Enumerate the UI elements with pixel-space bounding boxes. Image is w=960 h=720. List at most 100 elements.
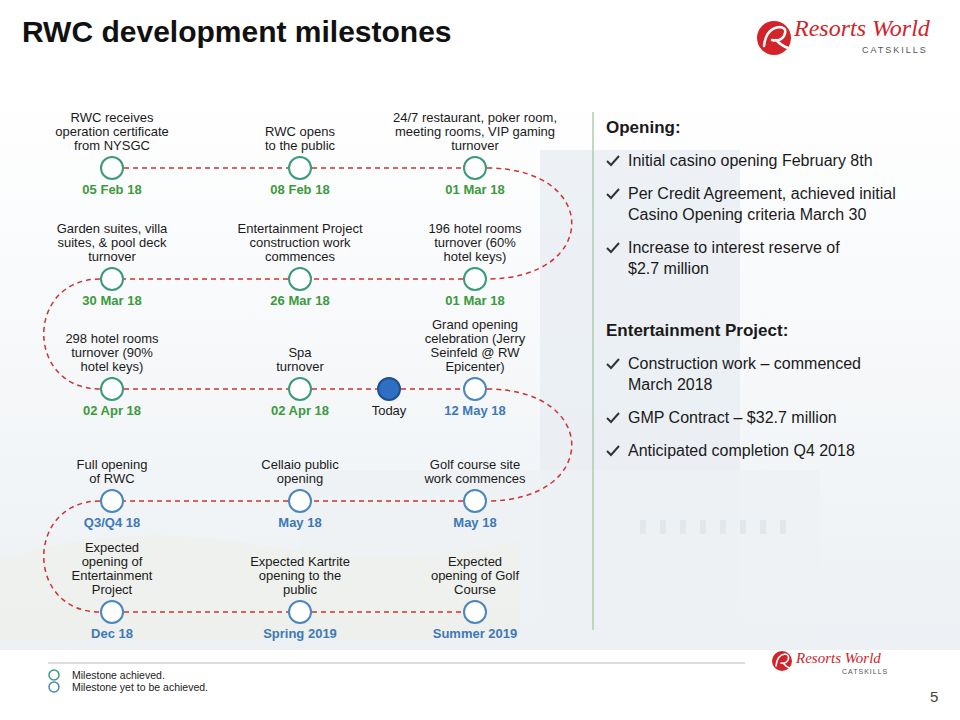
bullet-text: Construction work – commenced March 2018 (628, 353, 873, 395)
milestone-date: Dec 18 (91, 626, 133, 641)
check-stroke (607, 189, 619, 198)
logo-swirl (764, 27, 788, 48)
milestone-label: Spa turnover (265, 346, 335, 374)
legend-text: Milestone yet to be achieved. (72, 681, 208, 693)
milestone-date: May 18 (453, 515, 496, 530)
bullet-text: Initial casino opening February 8th (628, 150, 928, 171)
window (780, 520, 786, 534)
milestone-circle: Cellaio public openingMay 18 (288, 489, 312, 513)
section-heading: Entertainment Project: (606, 321, 946, 341)
dashed-connector (312, 167, 463, 169)
panel-divider (592, 112, 594, 630)
logo-subtext: CATSKILLS (842, 668, 888, 676)
milestone-circle: Full opening of RWCQ3/Q4 18 (100, 489, 124, 513)
bullet-row: Increase to interest reserve of $2.7 mil… (606, 237, 946, 279)
windows (640, 520, 786, 534)
milestone-circle: Spa turnover02 Apr 18 (288, 377, 312, 401)
bullet-row: Initial casino opening February 8th (606, 150, 946, 171)
hills (0, 535, 520, 640)
check-mark (606, 241, 620, 254)
milestone-circle: Entertainment Project construction work … (288, 267, 312, 291)
window (740, 520, 746, 534)
milestone-date: Summer 2019 (433, 626, 518, 641)
milestone-circle: Grand opening celebration (Jerry Seinfel… (463, 377, 487, 401)
footer-rule (48, 663, 745, 664)
bullet-row: GMP Contract – $32.7 million (606, 407, 946, 428)
window (680, 520, 686, 534)
dashed-connector (124, 500, 288, 502)
milestone-label: Expected opening of Golf Course (430, 555, 520, 597)
check-mark (606, 154, 620, 167)
logo-text: Resorts World (796, 650, 881, 667)
milestone-circle: Expected opening of Golf CourseSummer 20… (463, 600, 487, 624)
milestone-circle: 298 hotel rooms turnover (90% hotel keys… (100, 377, 124, 401)
bullet-text: Anticipated completion Q4 2018 (628, 440, 928, 461)
milestone-label: Cellaio public opening (250, 458, 350, 486)
window (660, 520, 666, 534)
today-marker: Today (377, 377, 401, 401)
milestone-label: 24/7 restaurant, poker room, meeting roo… (383, 111, 568, 153)
bullet-text: Increase to interest reserve of $2.7 mil… (628, 237, 868, 279)
milestone-label: RWC receives operation certificate from … (45, 111, 180, 153)
milestone-label: Expected opening of Entertainment Projec… (65, 541, 160, 597)
dashed-connector (401, 388, 463, 390)
today-label: Today (372, 403, 407, 418)
dashed-connector (124, 167, 288, 169)
section-heading: Opening: (606, 118, 946, 138)
dashed-connector (312, 388, 377, 390)
dashed-connector (124, 611, 288, 613)
milestone-circle: RWC receives operation certificate from … (100, 156, 124, 180)
milestone-circle: Garden suites, villa suites, & pool deck… (100, 267, 124, 291)
check-mark (606, 187, 620, 200)
check-stroke (607, 359, 619, 368)
milestone-label: 196 hotel rooms turnover (60% hotel keys… (423, 222, 528, 264)
notes-panel: Opening: Initial casino opening February… (606, 118, 946, 461)
page-number: 5 (930, 688, 938, 706)
logo-emblem (757, 21, 791, 55)
milestone-date: 26 Mar 18 (270, 293, 329, 308)
logo-emblem (772, 651, 792, 671)
logo-text: Resorts World (794, 14, 930, 42)
legend-text: Milestone achieved. (72, 669, 165, 681)
check-mark (606, 444, 620, 457)
bullet-row: Construction work – commenced March 2018 (606, 353, 946, 395)
logo-swirl (776, 654, 790, 668)
check-stroke (607, 413, 619, 422)
window (720, 520, 726, 534)
check-stroke (607, 156, 619, 165)
milestone-circle: RWC opens to the public08 Feb 18 (288, 156, 312, 180)
check-stroke (607, 446, 619, 455)
dashed-connector (312, 278, 463, 280)
milestone-circle: 24/7 restaurant, poker room, meeting roo… (463, 156, 487, 180)
legend-swatch (49, 670, 59, 680)
milestone-label: Golf course site work commences (420, 458, 530, 486)
legend-swatch (49, 682, 59, 692)
dashed-connector (312, 611, 463, 613)
window (640, 520, 646, 534)
milestone-date: 12 May 18 (444, 403, 505, 418)
milestone-label: Full opening of RWC (70, 458, 155, 486)
check-stroke (607, 243, 619, 252)
milestone-circle: Expected opening of Entertainment Projec… (100, 600, 124, 624)
milestone-date: Q3/Q4 18 (84, 515, 140, 530)
sky-fade (0, 90, 960, 650)
milestone-label: Grand opening celebration (Jerry Seinfel… (420, 318, 530, 374)
milestone-circle: Expected Kartrite opening to the publicS… (288, 600, 312, 624)
bullet-text: Per Credit Agreement, achieved initial C… (628, 183, 928, 225)
milestone-date: 05 Feb 18 (82, 182, 141, 197)
milestone-circle: 196 hotel rooms turnover (60% hotel keys… (463, 267, 487, 291)
milestone-date: Spring 2019 (263, 626, 337, 641)
dashed-connector (124, 278, 288, 280)
slide-title: RWC development milestones (22, 14, 452, 50)
milestone-label: Garden suites, villa suites, & pool deck… (50, 222, 175, 264)
dashed-connector (124, 388, 288, 390)
milestone-label: RWC opens to the public (260, 125, 340, 153)
window (760, 520, 766, 534)
check-mark (606, 411, 620, 424)
milestone-label: Entertainment Project construction work … (238, 222, 363, 264)
window (700, 520, 706, 534)
milestone-date: 02 Apr 18 (271, 403, 329, 418)
milestone-label: 298 hotel rooms turnover (90% hotel keys… (60, 332, 165, 374)
milestone-date: 02 Apr 18 (83, 403, 141, 418)
logo-subtext: CATSKILLS (862, 45, 928, 55)
